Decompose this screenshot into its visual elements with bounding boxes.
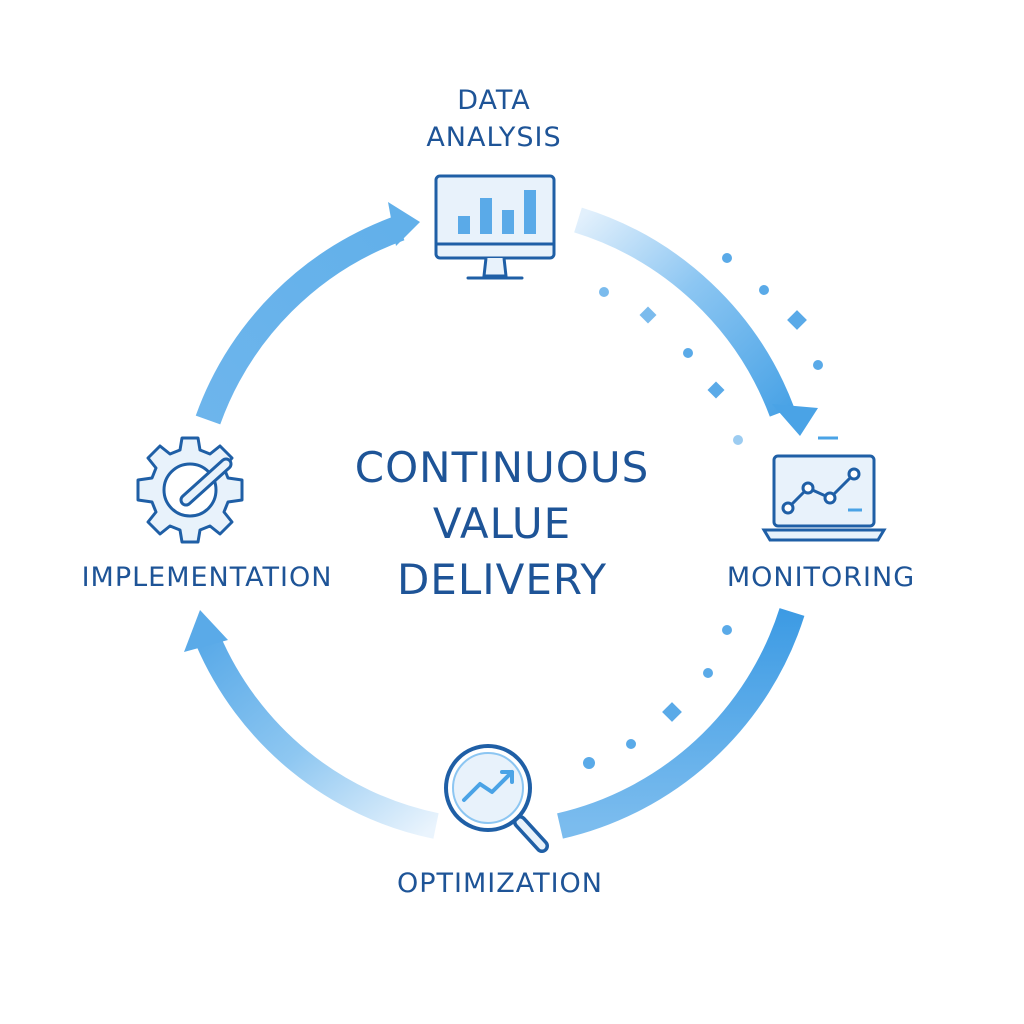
gear-wrench-icon (136, 436, 244, 544)
data-analysis-label-line-2: ANALYSIS (426, 122, 562, 153)
laptop-line-chart-icon (761, 436, 887, 542)
arrow-data-analysis-to-monitoring (574, 207, 818, 436)
arrow-optimization-to-implementation (184, 610, 439, 839)
monitor-bar-chart-icon (434, 174, 556, 280)
arrow-implementation-to-data-analysis (195, 202, 420, 425)
center-title: CONTINUOUS VALUE DELIVERY (282, 440, 722, 608)
center-title-line-2: VALUE (432, 499, 572, 548)
magnifier-trend-icon (444, 744, 549, 853)
monitoring-label: MONITORING (726, 562, 916, 593)
data-analysis-label: DATA ANALYSIS (394, 82, 594, 156)
decorative-dots-upper (599, 253, 823, 445)
arrow-monitoring-to-optimization (557, 608, 805, 839)
decorative-dots-lower (583, 625, 732, 769)
data-analysis-label-line-1: DATA (457, 85, 531, 116)
optimization-label: OPTIMIZATION (396, 868, 604, 899)
implementation-label: IMPLEMENTATION (81, 562, 333, 593)
center-title-line-1: CONTINUOUS (354, 443, 650, 492)
center-title-line-3: DELIVERY (396, 555, 608, 604)
